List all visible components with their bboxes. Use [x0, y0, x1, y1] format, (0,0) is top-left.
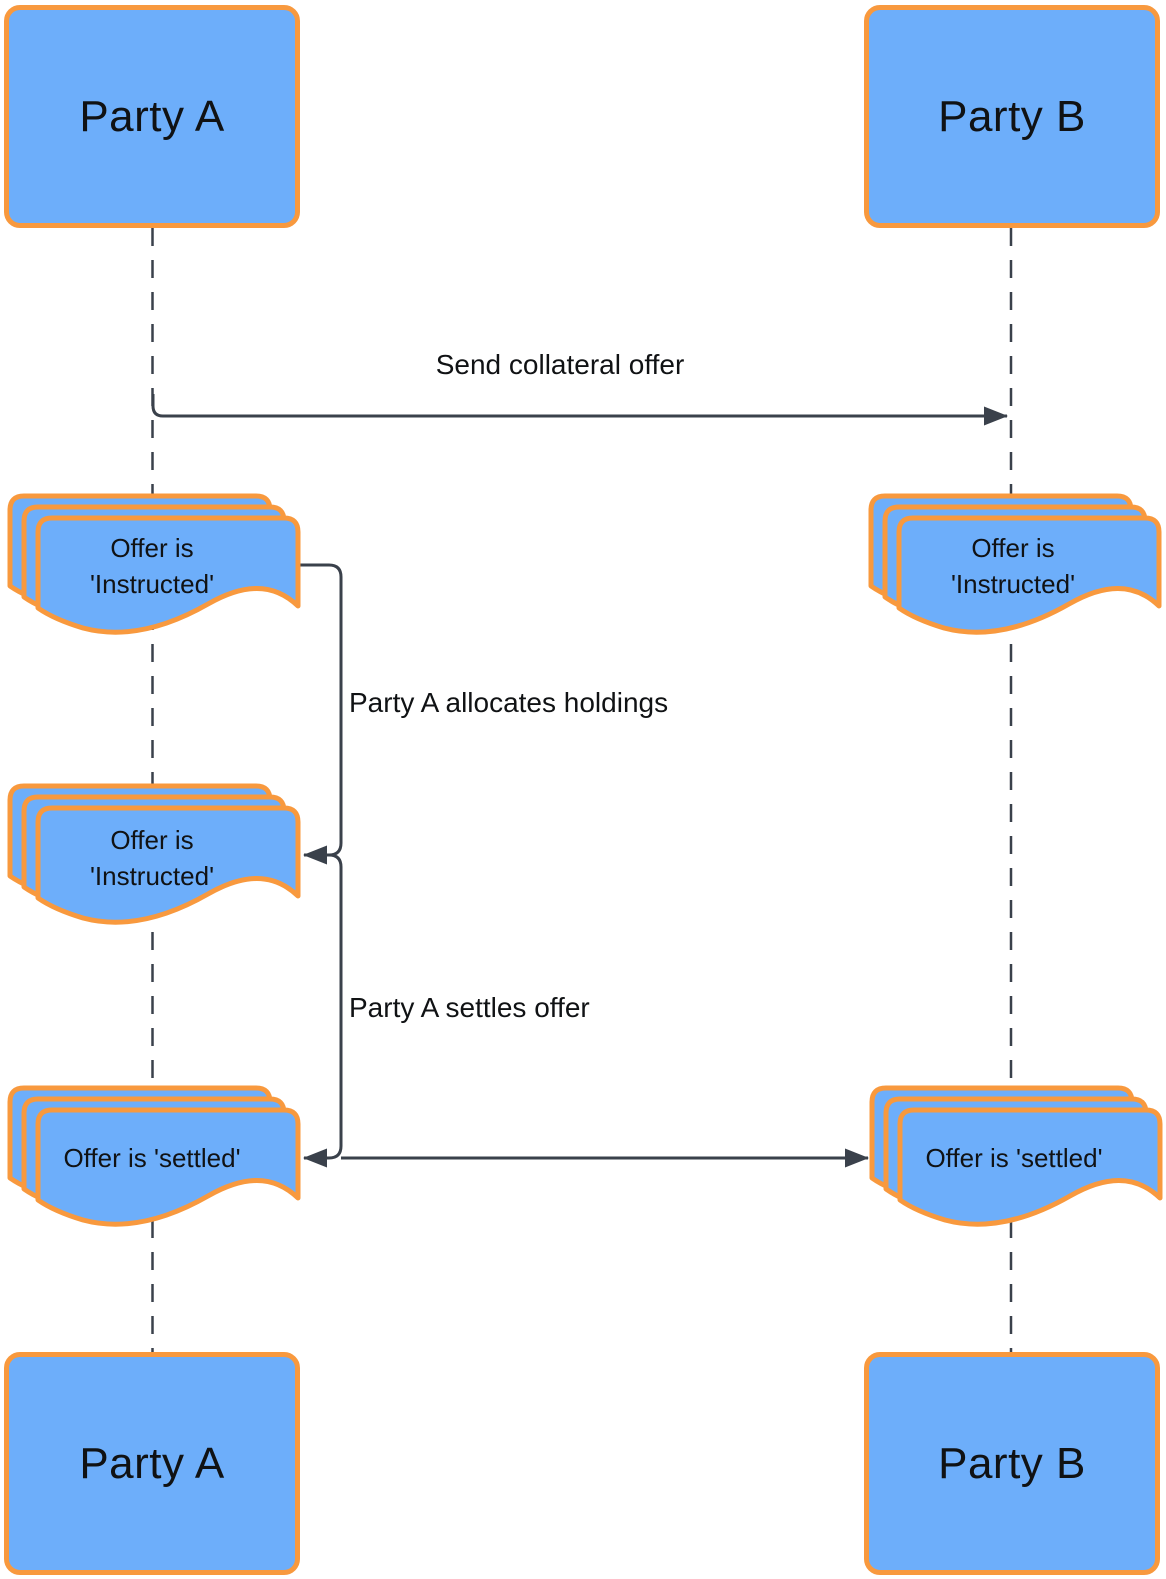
- arrow-send-collateral-offer: [151, 394, 1008, 426]
- document-label-b-settled: Offer is 'settled': [925, 1143, 1103, 1173]
- message-label-allocate-holdings: Party A allocates holdings: [349, 687, 669, 718]
- document-label-a-instructed-2: Offer is 'Instructed': [89, 825, 215, 891]
- actor-label: Party B: [938, 91, 1086, 141]
- document-label-a-settled: Offer is 'settled': [63, 1143, 241, 1173]
- actor-label: Party A: [79, 1438, 225, 1488]
- document-label-a-instructed-1: Offer is 'Instructed': [89, 533, 215, 599]
- document-label-b-instructed: Offer is 'Instructed': [950, 533, 1076, 599]
- message-label-settle-offer: Party A settles offer: [349, 992, 590, 1023]
- actor-party-b-bottom: Party B: [864, 1352, 1160, 1575]
- actor-label: Party A: [79, 91, 225, 141]
- arrow-allocate-holdings: [298, 563, 343, 865]
- actor-party-a-top: Party A: [4, 5, 300, 228]
- message-label-send-collateral-offer: Send collateral offer: [435, 349, 685, 380]
- actor-label: Party B: [938, 1438, 1086, 1488]
- actor-party-b-top: Party B: [864, 5, 1160, 228]
- actor-party-a-bottom: Party A: [4, 1352, 300, 1575]
- arrow-settle-offer-to-party-a: [303, 853, 343, 1168]
